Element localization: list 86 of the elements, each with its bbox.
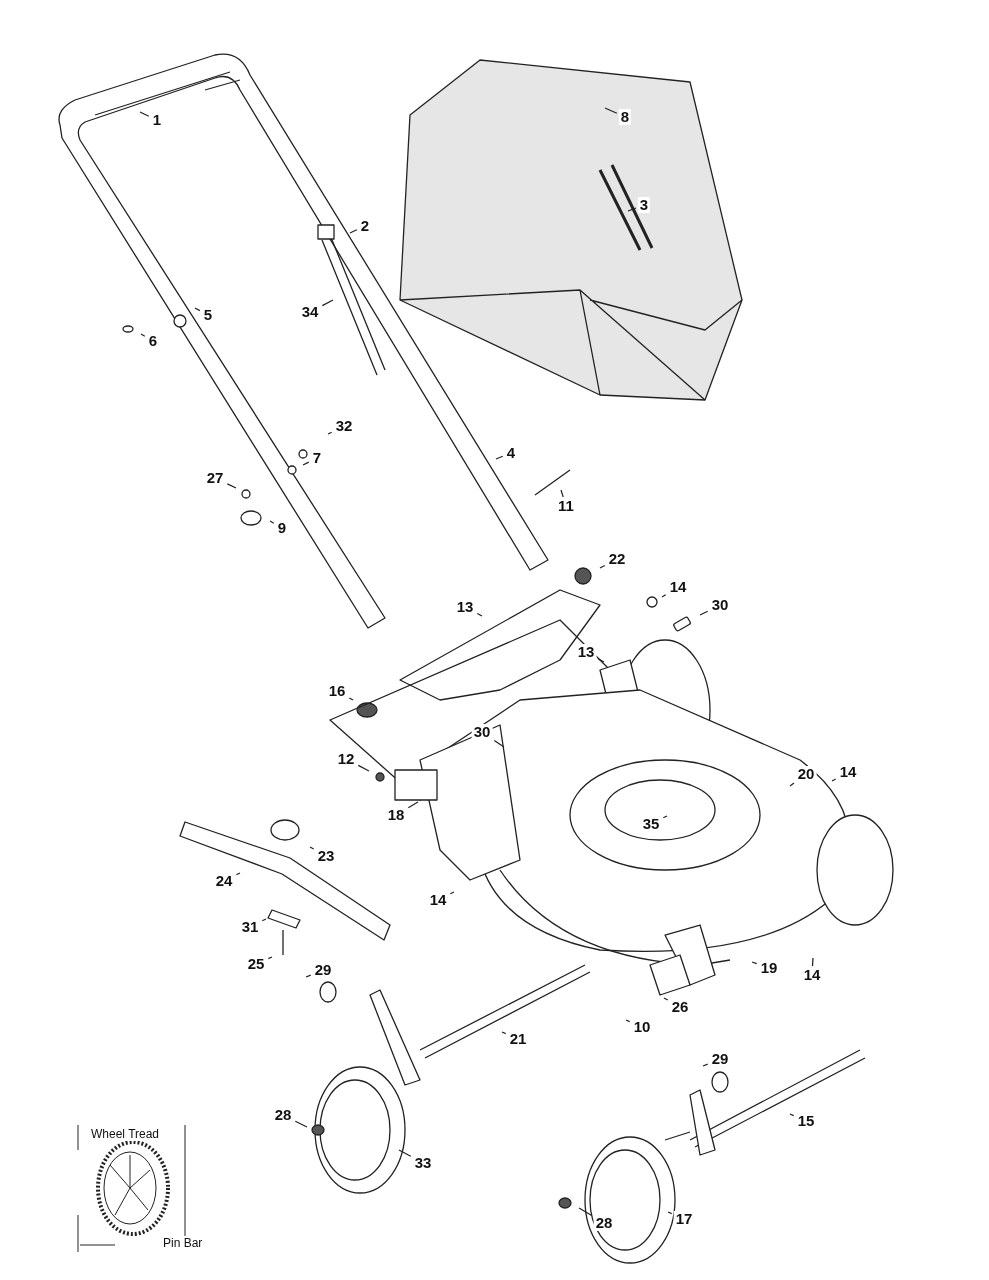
leader-line [811,957,814,967]
callout-number: 31 [239,919,261,935]
leader-line [501,1031,507,1035]
callout-number: 19 [758,960,780,976]
callout-number: 14 [801,967,823,983]
callout-number: 35 [640,816,662,832]
callout-number: 11 [556,498,576,514]
leader-line [349,229,358,234]
callout-number: 9 [275,520,289,536]
callout-number: 4 [504,445,518,461]
callout-number: 28 [593,1215,615,1231]
leader-line [599,564,606,569]
callout-number: 10 [631,1019,653,1035]
callout-number: 24 [213,873,235,889]
callout-number: 32 [333,418,355,434]
leader-line [235,872,241,876]
leader-line [831,778,837,782]
inset-label: Pin Bar [162,1236,204,1250]
callout-number: 23 [315,848,337,864]
callout-number: 12 [335,751,357,767]
leader-line [139,111,150,117]
leader-line [309,846,315,850]
callout-number: 14 [837,764,859,780]
callout-number: 16 [326,683,348,699]
callout-number: 25 [245,956,267,972]
callout-number: 18 [385,807,407,823]
callout-number: 13 [454,599,476,615]
leader-line [294,1120,308,1128]
leader-line [663,997,669,1001]
callout-number: 5 [201,307,215,323]
callout-number: 30 [471,724,493,740]
leader-line [194,307,201,312]
callout-number: 6 [146,333,160,349]
callout-number: 34 [299,304,321,320]
callout-number: 20 [795,766,817,782]
leader-line [699,610,709,616]
leader-line [140,333,146,337]
leader-line [261,918,267,922]
callout-number: 28 [272,1107,294,1123]
leader-line [662,815,668,819]
leader-line [789,1113,795,1117]
leader-line [667,1211,673,1215]
callout-number: 14 [667,579,689,595]
callout-number: 21 [507,1031,529,1047]
leader-line [604,107,618,114]
leader-line [495,455,504,460]
leader-line [597,658,605,663]
leader-line [305,974,312,978]
leader-line [449,891,455,895]
leader-line [661,594,667,598]
callout-number: 26 [669,999,691,1015]
callout-number: 22 [606,551,628,567]
leader-line [789,782,795,787]
leader-line [267,956,273,960]
callout-number: 7 [310,450,324,466]
leader-line [357,764,370,772]
callout-number: 29 [312,962,334,978]
leader-line [321,299,334,307]
callout-number: 17 [673,1211,695,1227]
leader-line [348,697,354,701]
callout-number: 14 [427,892,449,908]
leader-line [751,961,758,965]
leader-line [493,739,505,748]
leader-line [578,1207,593,1217]
callout-number: 27 [204,470,226,486]
callout-number: 29 [709,1051,731,1067]
leader-line [327,431,333,435]
leader-line [269,520,275,524]
leader-line [476,612,483,617]
callout-number: 30 [709,597,731,613]
leader-line [302,461,310,466]
leader-line [560,489,564,498]
leader-line [627,207,637,212]
leader-line [625,1019,631,1023]
callout-number: 13 [575,644,597,660]
callout-number: 8 [618,109,632,125]
callout-number: 15 [795,1113,817,1129]
callout-number: 1 [150,112,164,128]
leader-line [407,801,419,809]
leader-line [226,483,237,489]
inset-label: Wheel Tread [90,1127,161,1141]
leader-line [398,1149,412,1157]
callout-number: 2 [358,218,372,234]
callout-number: 33 [412,1155,434,1171]
leader-line [702,1063,709,1067]
callout-number: 3 [637,197,651,213]
